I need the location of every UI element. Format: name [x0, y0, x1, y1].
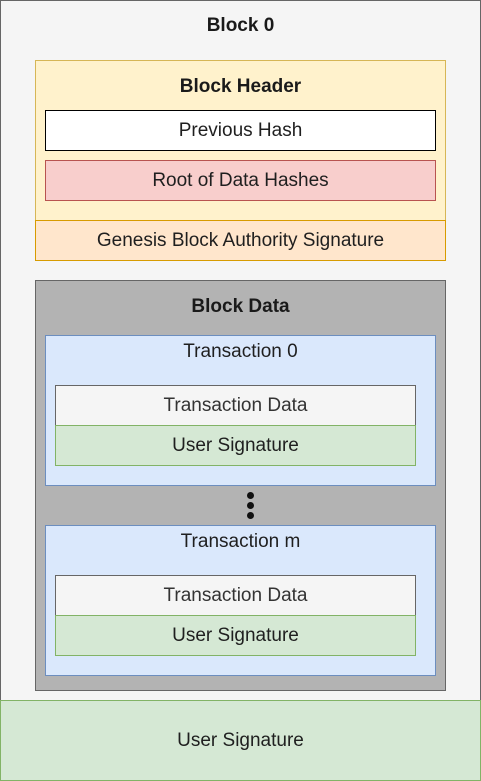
transaction-0-signature-box: User Signature	[55, 425, 416, 466]
ellipsis-dot	[247, 512, 254, 519]
transaction-0-title: Transaction 0	[183, 341, 298, 362]
transaction-0-data-box: Transaction Data	[55, 385, 416, 426]
genesis-authority-signature-box: Genesis Block Authority Signature	[35, 220, 446, 261]
block-data-title: Block Data	[191, 296, 290, 317]
ellipsis-dot	[247, 502, 254, 509]
ellipsis-dot	[247, 492, 254, 499]
root-of-data-hashes-box: Root of Data Hashes	[45, 160, 436, 201]
block-title: Block 0	[206, 15, 275, 36]
transaction-m-signature-box: User Signature	[55, 615, 416, 656]
transaction-m-title: Transaction m	[180, 531, 301, 552]
transaction-m-data-box: Transaction Data	[55, 575, 416, 616]
block-user-signature-box: User Signature	[0, 700, 481, 781]
previous-hash-box: Previous Hash	[45, 110, 436, 151]
block-header-title: Block Header	[179, 76, 302, 97]
